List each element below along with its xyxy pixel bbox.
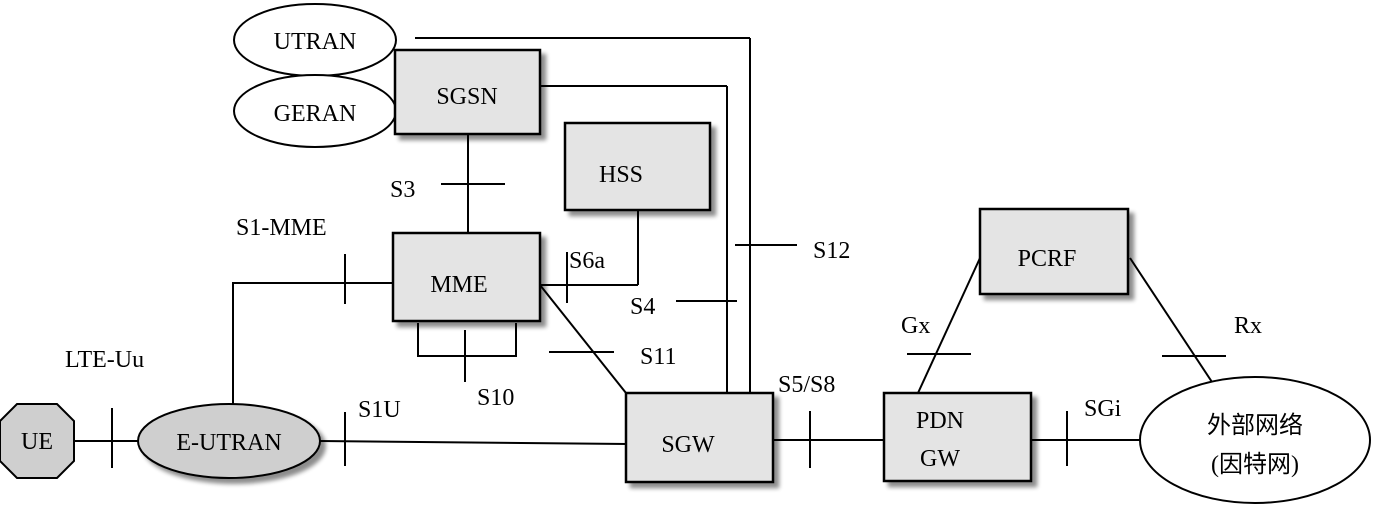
interface-ticks <box>111 183 1226 468</box>
mme-label: MME <box>430 272 487 298</box>
label-gx: Gx <box>901 313 930 339</box>
node-eutran: E-UTRAN <box>137 403 321 479</box>
link-pcrf-pdngw <box>917 257 981 394</box>
label-s3: S3 <box>390 177 415 203</box>
link-eutran-sgw <box>319 440 629 445</box>
label-s4: S4 <box>630 294 655 320</box>
label-s12: S12 <box>813 238 850 264</box>
node-sgw: SGW <box>624 391 775 484</box>
node-pdngw: PDN GW <box>882 391 1033 483</box>
external-label-line1: 外部网络 <box>1207 412 1303 439</box>
node-mme: MME <box>391 231 542 323</box>
sgw-label: SGW <box>661 432 715 458</box>
label-s1u: S1U <box>358 397 401 423</box>
link-s10-loop <box>417 323 517 357</box>
link-eutran-mme <box>232 282 393 404</box>
node-external-network: 外部网络 (因特网) <box>1139 376 1371 504</box>
node-utran: UTRAN <box>233 3 397 77</box>
eutran-label: E-UTRAN <box>176 430 281 456</box>
label-rx: Rx <box>1234 313 1262 339</box>
interface-labels: S3 S1-MME S6a S12 S4 S11 S10 LTE-Uu S1U … <box>65 177 1262 423</box>
label-s5s8: S5/S8 <box>778 372 835 398</box>
geran-label: GERAN <box>274 101 357 127</box>
node-pcrf: PCRF <box>978 207 1130 296</box>
pcrf-label: PCRF <box>1018 246 1077 272</box>
external-label-line2: (因特网) <box>1211 451 1299 478</box>
node-geran: GERAN <box>233 74 397 148</box>
utran-label: UTRAN <box>274 29 357 55</box>
links <box>74 37 1213 445</box>
node-ue: UE <box>0 403 75 479</box>
label-s6a: S6a <box>569 248 605 274</box>
label-lteuu: LTE-Uu <box>65 347 144 373</box>
label-s11: S11 <box>640 344 676 370</box>
ue-label: UE <box>21 429 53 455</box>
node-sgsn: SGSN <box>393 48 542 136</box>
pdngw-label-line2: GW <box>920 446 960 472</box>
pdngw-label-line1: PDN <box>916 408 964 434</box>
link-mme-sgw <box>539 284 627 394</box>
label-s10: S10 <box>477 385 514 411</box>
link-pcrf-external <box>1129 257 1213 383</box>
hss-label: HSS <box>599 162 643 188</box>
node-hss: HSS <box>563 121 712 212</box>
label-s1mme: S1-MME <box>236 215 327 241</box>
sgsn-label: SGSN <box>436 84 497 110</box>
label-sgi: SGi <box>1084 396 1122 422</box>
